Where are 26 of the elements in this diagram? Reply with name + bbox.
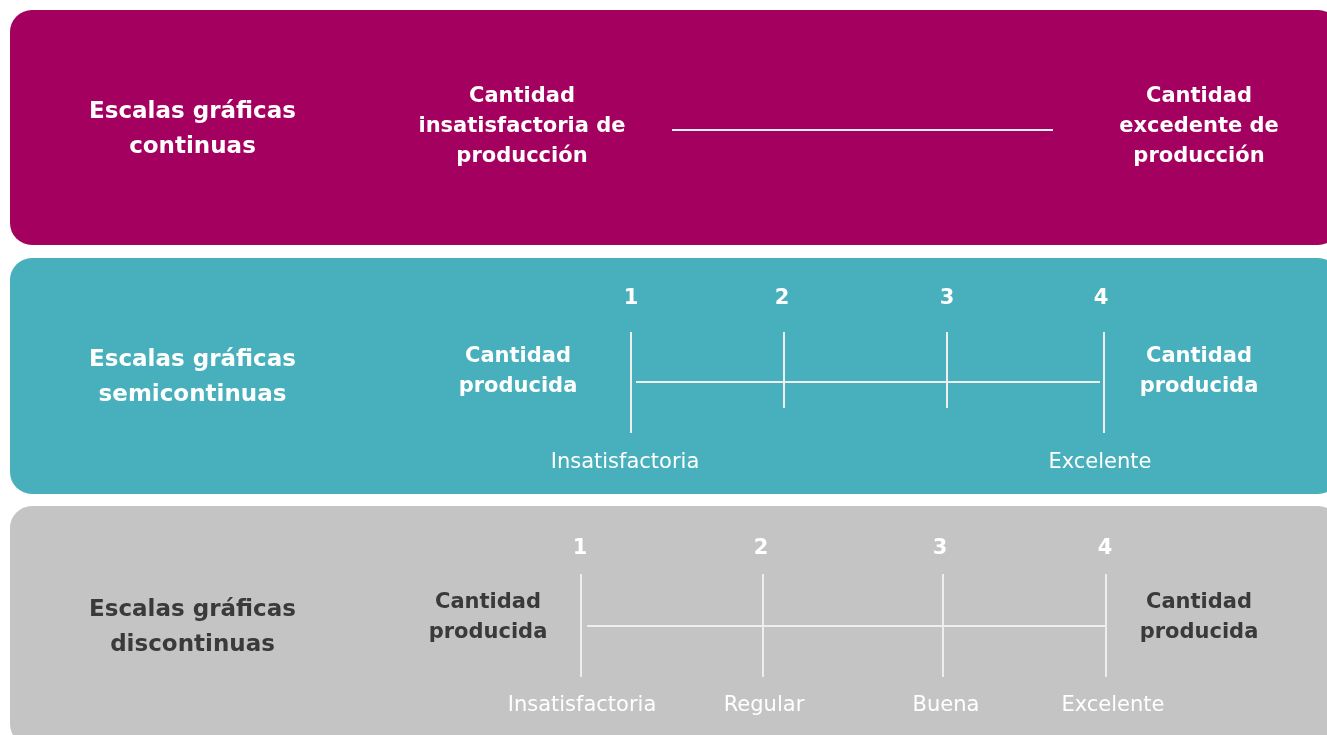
scale-number: 3 (932, 534, 948, 561)
band-panel (10, 506, 1327, 735)
scale-number: 2 (753, 534, 769, 561)
endpoint-label: Cantidad producida (1138, 588, 1260, 645)
endpoint-label: Cantidad producida (427, 588, 549, 645)
row-heading: Escalas gráficas semicontinuas (88, 344, 297, 408)
endpoint-label: Cantidad insatisfactoria de producción (417, 82, 627, 169)
scale-number: 4 (1097, 534, 1113, 561)
endpoint-label: Cantidad excedente de producción (1118, 82, 1280, 169)
endpoint-label: Cantidad producida (1138, 342, 1260, 399)
band-panel (10, 258, 1327, 494)
rating-label: Buena (912, 691, 980, 718)
row-heading: Escalas gráficas discontinuas (88, 594, 297, 658)
rating-label: Excelente (1061, 691, 1165, 718)
endpoint-label: Cantidad producida (457, 342, 579, 399)
scale-number: 2 (774, 284, 790, 311)
rating-label: Excelente (1048, 448, 1152, 475)
rating-label: Insatisfactoria (550, 448, 700, 475)
rating-label: Insatisfactoria (507, 691, 657, 718)
rating-label: Regular (723, 691, 805, 718)
row-heading: Escalas gráficas continuas (88, 95, 297, 160)
scale-number: 1 (623, 284, 639, 311)
scale-number: 4 (1093, 284, 1109, 311)
scale-number: 3 (939, 284, 955, 311)
band-panel (10, 10, 1327, 245)
scale-number: 1 (572, 534, 588, 561)
